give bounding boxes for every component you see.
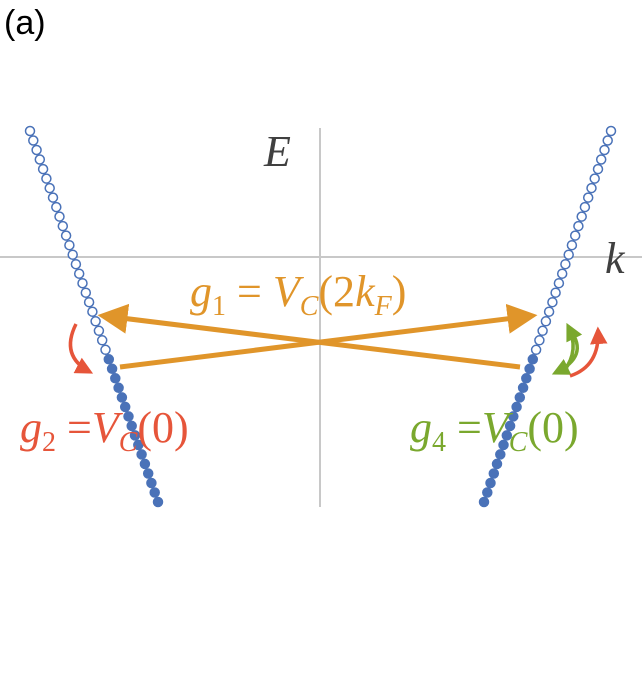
empty-state-dot-right [537, 325, 548, 337]
empty-state-dot-right [553, 277, 565, 289]
occupied-state-dot-left [116, 392, 128, 403]
empty-state-dot-right [589, 173, 600, 184]
occupied-state-dot-right [511, 401, 522, 413]
occupied-state-dot-right [517, 382, 529, 394]
occupied-state-dot-left [103, 354, 115, 365]
g4-curved-arrow-red [569, 326, 608, 378]
occupied-state-dot-right [524, 363, 535, 375]
occupied-state-dot-right [504, 420, 516, 432]
empty-state-dot-left [47, 192, 59, 203]
g4-label: g4 =VC(0) [410, 403, 579, 458]
occupied-state-dot-right [498, 439, 509, 451]
empty-state-dot-right [560, 258, 571, 270]
occupied-state-dot-right [478, 496, 490, 508]
empty-state-dot-left [44, 182, 55, 194]
empty-state-dot-right [566, 239, 578, 251]
empty-state-dot-left [90, 316, 101, 327]
occupied-state-dot-right [482, 487, 493, 498]
occupied-state-dot-left [110, 373, 121, 384]
occupied-state-dot-left [136, 449, 147, 460]
empty-state-dot-left [87, 306, 98, 317]
occupied-state-dot-right [488, 468, 500, 479]
occupied-state-dot-left [119, 401, 131, 413]
empty-state-dot-right [556, 268, 568, 279]
empty-state-dot-left [73, 268, 85, 279]
empty-state-dot-left [28, 135, 39, 146]
empty-state-dot-right [592, 163, 604, 175]
occupied-state-dot-left [123, 411, 134, 422]
empty-state-dot-left [93, 325, 105, 337]
occupied-state-dot-left [146, 477, 157, 489]
empty-state-dot-right [602, 135, 613, 146]
energy-axis-label: E [263, 127, 291, 176]
right-branch-band [478, 125, 617, 508]
occupied-state-dot-left [139, 458, 151, 470]
empty-state-dot-left [57, 220, 69, 232]
occupied-state-dot-left [129, 430, 141, 441]
occupied-state-dot-right [501, 430, 513, 441]
occupied-state-dot-right [485, 477, 496, 489]
occupied-state-dot-right [527, 354, 539, 365]
empty-state-dot-left [54, 211, 65, 222]
empty-state-dot-right [569, 230, 581, 241]
empty-state-dot-left [37, 163, 49, 175]
occupied-state-dot-right [514, 392, 526, 403]
empty-state-dot-right [576, 211, 587, 222]
g1-label: g1 = VC(2kF) [190, 267, 406, 322]
momentum-axis-label: k [605, 234, 626, 283]
panel-label: (a) [4, 4, 46, 42]
occupied-state-dot-left [106, 363, 118, 375]
left-branch-band [24, 125, 164, 508]
occupied-state-dot-right [508, 411, 519, 422]
empty-state-dot-left [51, 201, 62, 213]
empty-state-dot-right [599, 144, 610, 156]
g2-label: g2 =VC(0) [20, 403, 189, 458]
occupied-state-dot-right [521, 373, 532, 384]
empty-state-dot-left [24, 125, 36, 137]
occupied-state-dot-left [113, 382, 124, 394]
empty-state-dot-right [550, 287, 561, 298]
occupied-state-dot-right [491, 458, 503, 470]
empty-state-dot-right [543, 306, 555, 317]
g2-curved-arrow [68, 323, 94, 374]
empty-state-dot-right [605, 125, 617, 137]
occupied-state-dot-left [126, 420, 137, 432]
empty-state-dot-left [67, 249, 78, 260]
occupied-state-dot-right [495, 449, 506, 460]
empty-state-dot-right [573, 220, 584, 232]
empty-state-dot-right [530, 344, 542, 356]
empty-state-dot-right [579, 201, 591, 213]
empty-state-dot-right [534, 335, 545, 346]
empty-state-dot-right [595, 154, 607, 165]
empty-state-dot-left [96, 335, 108, 346]
occupied-state-dot-left [152, 496, 164, 508]
occupied-state-dot-left [149, 487, 160, 498]
empty-state-dot-left [70, 258, 82, 270]
g4-curved-arrow-green-up [562, 322, 583, 373]
empty-state-dot-left [77, 277, 88, 289]
occupied-state-dot-left [133, 439, 144, 451]
empty-state-dot-right [582, 192, 594, 203]
empty-state-dot-right [547, 296, 558, 308]
empty-state-dot-right [563, 249, 574, 260]
empty-state-dot-right [540, 316, 552, 327]
empty-state-dot-left [31, 144, 42, 156]
empty-state-dot-left [41, 173, 52, 184]
empty-state-dot-left [34, 154, 46, 165]
empty-state-dot-right [586, 182, 597, 194]
g1-arrow-right-to-left [97, 303, 521, 370]
empty-state-dot-left [64, 239, 75, 251]
empty-state-dot-left [80, 287, 92, 298]
empty-state-dot-left [83, 296, 95, 308]
empty-state-dot-left [60, 230, 72, 241]
occupied-state-dot-left [142, 468, 154, 479]
empty-state-dot-left [100, 344, 111, 356]
